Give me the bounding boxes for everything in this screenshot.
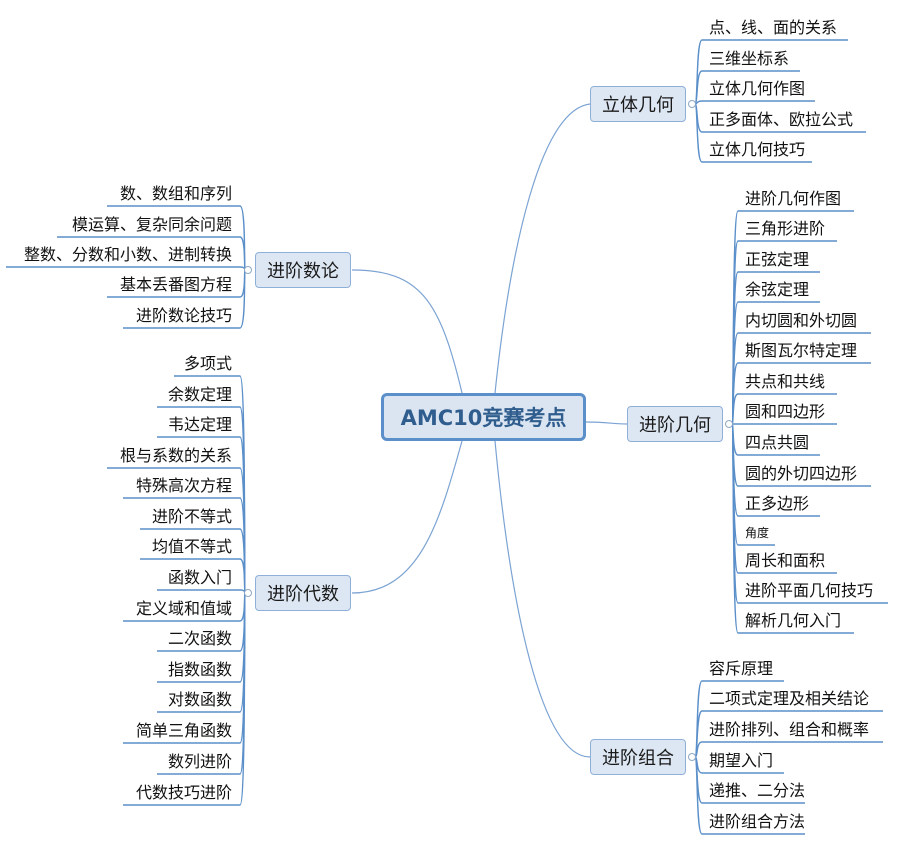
topic-geometry-3[interactable]: 余弦定理: [745, 280, 810, 299]
topic-algebra-14[interactable]: 代数技巧进阶: [135, 783, 232, 802]
topic-algebra-0[interactable]: 多项式: [183, 354, 232, 373]
topic-solid-4[interactable]: 立体几何技巧: [709, 140, 806, 159]
topic-geometry-6[interactable]: 共点和共线: [745, 372, 826, 391]
topic-solid-1[interactable]: 三维坐标系: [709, 49, 790, 68]
root-node[interactable]: AMC10竞赛考点: [381, 393, 586, 441]
topic-algebra-11[interactable]: 对数函数: [167, 690, 232, 709]
topic-geometry-10[interactable]: 正多边形: [745, 494, 810, 513]
topic-algebra-8[interactable]: 定义域和值域: [135, 599, 232, 618]
topic-algebra-6[interactable]: 均值不等式: [151, 537, 232, 556]
geometry-collapse-toggle[interactable]: [725, 420, 733, 428]
topic-combinatorics-4[interactable]: 递推、二分法: [709, 781, 806, 800]
topic-geometry-1[interactable]: 三角形进阶: [745, 219, 826, 238]
branch-geometry[interactable]: 进阶几何: [627, 406, 723, 442]
branch-combinatorics[interactable]: 进阶组合: [590, 739, 686, 775]
topic-geometry-0[interactable]: 进阶几何作图: [745, 189, 842, 208]
topic-solid-2[interactable]: 立体几何作图: [709, 79, 806, 98]
topic-algebra-13[interactable]: 数列进阶: [167, 752, 232, 771]
topic-geometry-14[interactable]: 解析几何入门: [745, 611, 842, 630]
combinatorics-collapse-toggle[interactable]: [688, 753, 696, 761]
topic-algebra-4[interactable]: 特殊高次方程: [135, 476, 232, 495]
topic-number-0[interactable]: 数、数组和序列: [119, 184, 232, 203]
topic-algebra-7[interactable]: 函数入门: [167, 568, 232, 587]
topic-number-1[interactable]: 模运算、复杂同余问题: [71, 215, 232, 234]
topic-geometry-13[interactable]: 进阶平面几何技巧: [745, 581, 874, 600]
topic-algebra-5[interactable]: 进阶不等式: [151, 507, 232, 526]
topic-algebra-9[interactable]: 二次函数: [167, 629, 232, 648]
topic-combinatorics-5[interactable]: 进阶组合方法: [709, 812, 806, 831]
branch-number-theory[interactable]: 进阶数论: [255, 252, 351, 288]
topic-geometry-7[interactable]: 圆和四边形: [745, 402, 826, 421]
topic-geometry-2[interactable]: 正弦定理: [745, 250, 810, 269]
topic-combinatorics-3[interactable]: 期望入门: [709, 751, 774, 770]
number-collapse-toggle[interactable]: [244, 266, 252, 274]
topic-algebra-2[interactable]: 韦达定理: [167, 415, 232, 434]
topic-geometry-4[interactable]: 内切圆和外切圆: [745, 311, 858, 330]
topic-number-4[interactable]: 进阶数论技巧: [135, 306, 232, 325]
topic-geometry-5[interactable]: 斯图瓦尔特定理: [745, 341, 858, 360]
topic-algebra-3[interactable]: 根与系数的关系: [119, 446, 232, 465]
topic-combinatorics-1[interactable]: 二项式定理及相关结论: [709, 689, 870, 708]
topic-solid-0[interactable]: 点、线、面的关系: [709, 18, 838, 37]
topic-algebra-12[interactable]: 简单三角函数: [135, 721, 232, 740]
topic-solid-3[interactable]: 正多面体、欧拉公式: [709, 110, 854, 129]
topic-geometry-12[interactable]: 周长和面积: [745, 551, 826, 570]
branch-solid-geometry[interactable]: 立体几何: [590, 86, 686, 122]
topic-algebra-10[interactable]: 指数函数: [167, 660, 232, 679]
topic-combinatorics-2[interactable]: 进阶排列、组合和概率: [709, 720, 870, 739]
topic-algebra-1[interactable]: 余数定理: [167, 385, 232, 404]
solid-collapse-toggle[interactable]: [688, 100, 696, 108]
topic-combinatorics-0[interactable]: 容斥原理: [709, 659, 774, 678]
topic-geometry-8[interactable]: 四点共圆: [745, 433, 810, 452]
branch-algebra[interactable]: 进阶代数: [255, 575, 351, 611]
topic-geometry-9[interactable]: 圆的外切四边形: [745, 464, 858, 483]
topic-geometry-11[interactable]: 角度: [745, 526, 770, 540]
topic-number-3[interactable]: 基本丢番图方程: [119, 275, 232, 294]
topic-number-2[interactable]: 整数、分数和小数、进制转换: [23, 245, 232, 264]
algebra-collapse-toggle[interactable]: [244, 589, 252, 597]
